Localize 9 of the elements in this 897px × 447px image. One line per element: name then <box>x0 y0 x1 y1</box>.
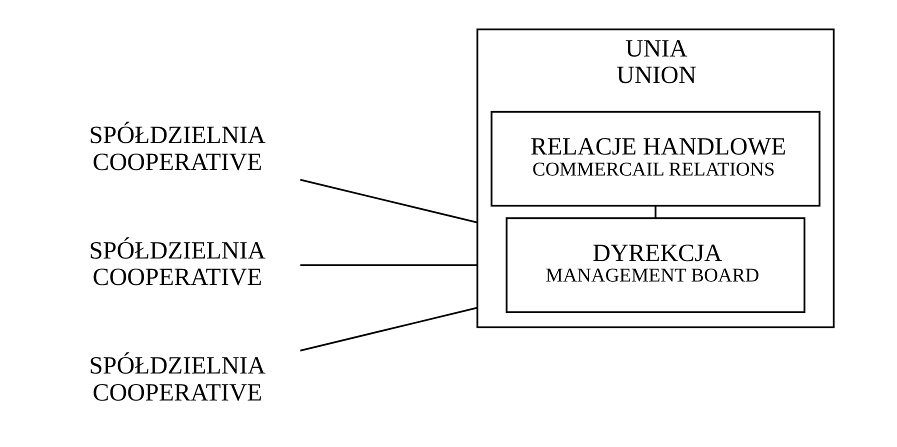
connector <box>300 264 477 266</box>
connector <box>654 206 656 218</box>
connector <box>300 306 478 352</box>
node-box: DYREKCJA MANAGEMENT BOARD <box>505 217 805 314</box>
node-box: RELACJE HANDLOWE COMMERCAIL RELATIONS <box>490 110 820 207</box>
connector <box>300 178 478 224</box>
node-text: SPÓŁDZIELNIA COOPERATIVE <box>88 352 266 406</box>
node-text: SPÓŁDZIELNIA COOPERATIVE <box>88 237 266 292</box>
node-text: SPÓŁDZIELNIA COOPERATIVE <box>88 122 266 176</box>
